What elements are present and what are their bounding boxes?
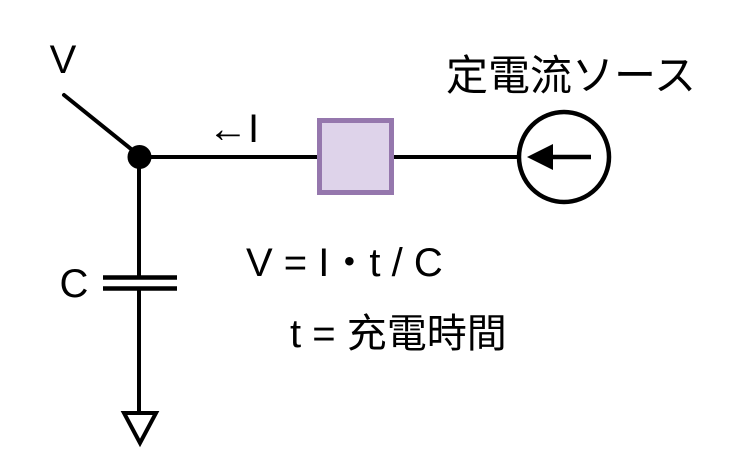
component-box (317, 118, 394, 195)
ground-symbol-icon (120, 411, 160, 448)
formula-charging-time: t = 充電時間 (290, 312, 507, 356)
formula-voltage: V = I・t / C (246, 241, 443, 285)
voltage-lead-wire (62, 93, 138, 155)
current-source-arrow-head-icon (527, 144, 553, 170)
node-voltage-label: V (50, 38, 77, 82)
capacitor-label: C (60, 262, 89, 306)
current-direction-label: ←I (208, 107, 259, 151)
current-source-title: 定電流ソース (446, 52, 696, 99)
